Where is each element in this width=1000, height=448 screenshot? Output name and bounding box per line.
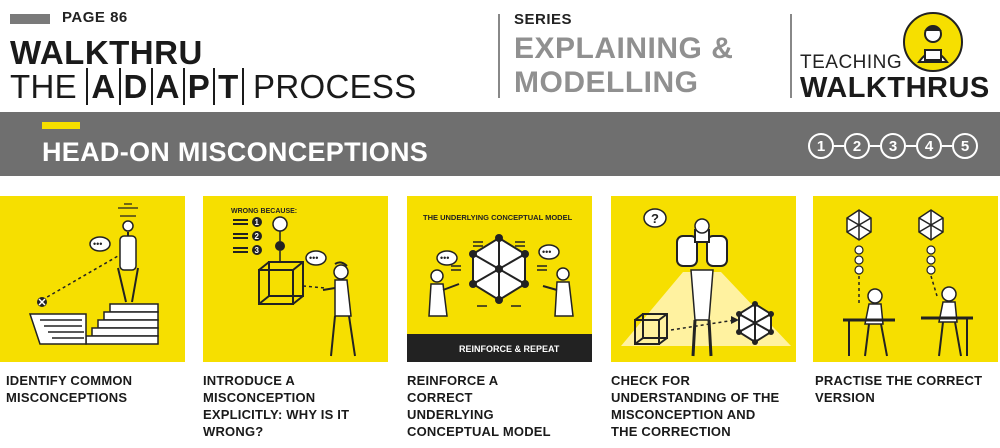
panel-check: ? bbox=[611, 196, 796, 362]
teacher-logo-icon bbox=[903, 12, 963, 72]
binoculars-check-icon: ? bbox=[621, 208, 791, 357]
reinforce-repeat-label: REINFORCE & REPEAT bbox=[459, 344, 560, 354]
step-connector bbox=[870, 145, 880, 147]
panel-identify: ••• bbox=[0, 196, 185, 362]
conceptual-model-icon: THE UNDERLYING CONCEPTUAL MODEL ••• ••• … bbox=[407, 213, 592, 362]
svg-text:•••: ••• bbox=[440, 253, 449, 263]
caption-practise: PRACTISE THE CORRECT VERSION bbox=[815, 373, 983, 405]
header-divider bbox=[790, 14, 792, 98]
panel-introduce: WRONG BECAUSE: 1 2 3 ••• bbox=[203, 196, 388, 362]
caption-reinforce: REINFORCE A CORRECT UNDERLYING CONCEPTUA… bbox=[407, 373, 551, 439]
svg-text:•••: ••• bbox=[309, 253, 318, 263]
process-title-post: PROCESS bbox=[243, 68, 417, 105]
adapt-letter: A bbox=[152, 68, 185, 105]
band-accent bbox=[42, 122, 80, 129]
staircase-figure-icon: ••• bbox=[28, 203, 159, 345]
panel-practise bbox=[813, 196, 998, 362]
cube-teacher-icon: WRONG BECAUSE: 1 2 3 ••• bbox=[231, 208, 356, 357]
adapt-letter: A bbox=[86, 68, 121, 105]
step-3: 3 bbox=[880, 133, 906, 159]
step-connector bbox=[834, 145, 844, 147]
conceptual-model-label: THE UNDERLYING CONCEPTUAL MODEL bbox=[423, 213, 573, 222]
walkthru-title: WALKTHRU bbox=[10, 34, 203, 71]
process-title-pre: THE bbox=[10, 68, 87, 105]
svg-text:3: 3 bbox=[255, 246, 260, 255]
series-label: SERIES bbox=[514, 11, 573, 28]
brand-line-2: WALKTHRUS bbox=[800, 72, 990, 104]
practise-students-icon bbox=[843, 209, 973, 357]
header-divider bbox=[498, 14, 500, 98]
step-5: 5 bbox=[952, 133, 978, 159]
svg-text:•••: ••• bbox=[93, 239, 102, 249]
adapt-letter: D bbox=[120, 68, 153, 105]
section-title: HEAD-ON MISCONCEPTIONS bbox=[42, 137, 429, 167]
caption-identify: IDENTIFY COMMON MISCONCEPTIONS bbox=[6, 373, 133, 405]
step-1: 1 bbox=[808, 133, 834, 159]
page-marker bbox=[10, 14, 50, 24]
question-mark: ? bbox=[651, 211, 659, 226]
svg-text:1: 1 bbox=[255, 218, 260, 227]
step-connector bbox=[906, 145, 916, 147]
series-line-1: EXPLAINING & bbox=[514, 32, 734, 65]
series-line-2: MODELLING bbox=[514, 66, 699, 99]
series-title: EXPLAINING & MODELLING bbox=[514, 32, 733, 100]
wrong-because-label: WRONG BECAUSE: bbox=[231, 208, 297, 215]
svg-text:2: 2 bbox=[255, 232, 260, 241]
caption-introduce: INTRODUCE A MISCONCEPTION EXPLICITLY: WH… bbox=[203, 373, 350, 439]
step-connector bbox=[942, 145, 952, 147]
page-label: PAGE 86 bbox=[62, 9, 128, 26]
adapt-letter: T bbox=[215, 68, 244, 105]
step-4: 4 bbox=[916, 133, 942, 159]
adapt-letter: P bbox=[184, 68, 216, 105]
step-2: 2 bbox=[844, 133, 870, 159]
panel-reinforce: THE UNDERLYING CONCEPTUAL MODEL ••• ••• … bbox=[407, 196, 592, 362]
caption-check: CHECK FOR UNDERSTANDING OF THE MISCONCEP… bbox=[611, 373, 780, 439]
brand-line-1: TEACHING bbox=[800, 52, 903, 73]
svg-text:•••: ••• bbox=[542, 247, 551, 257]
